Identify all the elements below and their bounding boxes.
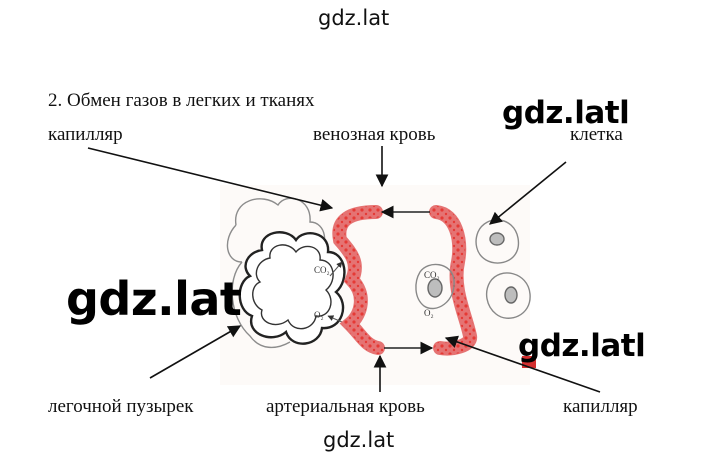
label-venous-blood: венозная кровь — [313, 124, 436, 145]
o2-in-arrow — [327, 315, 343, 323]
tissue-cell-3-nucleus — [504, 286, 518, 304]
label-capillary-top: капилляр — [48, 124, 123, 145]
lung-alveolus: CO₂ O₂ — [238, 231, 346, 345]
watermark-big-left: gdz.lat — [66, 272, 242, 326]
watermark-big-top-right: gdz.latl — [502, 95, 630, 131]
alveolus-outline-left — [226, 224, 243, 263]
figure-title: 2. Обмен газов в легких и тканях — [48, 90, 315, 111]
tissue-cell-3 — [485, 272, 531, 319]
alveolus-o2-label: O₂ — [314, 310, 324, 320]
tissue-cell-1-nucleus — [489, 232, 505, 246]
watermark-top: gdz.lat — [318, 6, 390, 30]
label-capillary-bottom: капилляр — [563, 396, 638, 417]
alveolus-outline-bottom — [231, 261, 291, 349]
co2-out-arrow — [329, 261, 343, 277]
alveolus-co2-label: CO₂ — [314, 265, 330, 275]
label-arterial-blood: артериальная кровь — [266, 396, 425, 417]
alveolus-wall-inner — [252, 244, 334, 330]
pointer-alveolus — [149, 325, 242, 379]
label-cell: клетка — [570, 124, 623, 145]
tissue-o2-label: O₂ — [424, 308, 434, 318]
watermark-big-bottom-right: gdz.latl — [518, 328, 646, 364]
tissue-capillary-cells — [430, 206, 476, 355]
tissue-cell-2 — [415, 263, 455, 310]
tissue-co2-label: CO₂ — [424, 270, 440, 280]
pointer-capillary-top — [87, 147, 334, 212]
pointer-cell — [489, 161, 567, 225]
lung-capillary-cells — [333, 206, 384, 354]
red-square-mark — [522, 356, 536, 368]
tissue-cell-2-nucleus — [427, 278, 443, 298]
label-alveolus: легочной пузырек — [48, 396, 194, 417]
watermark-bottom: gdz.lat — [323, 428, 395, 452]
pointer-capillary-bottom — [444, 335, 601, 393]
